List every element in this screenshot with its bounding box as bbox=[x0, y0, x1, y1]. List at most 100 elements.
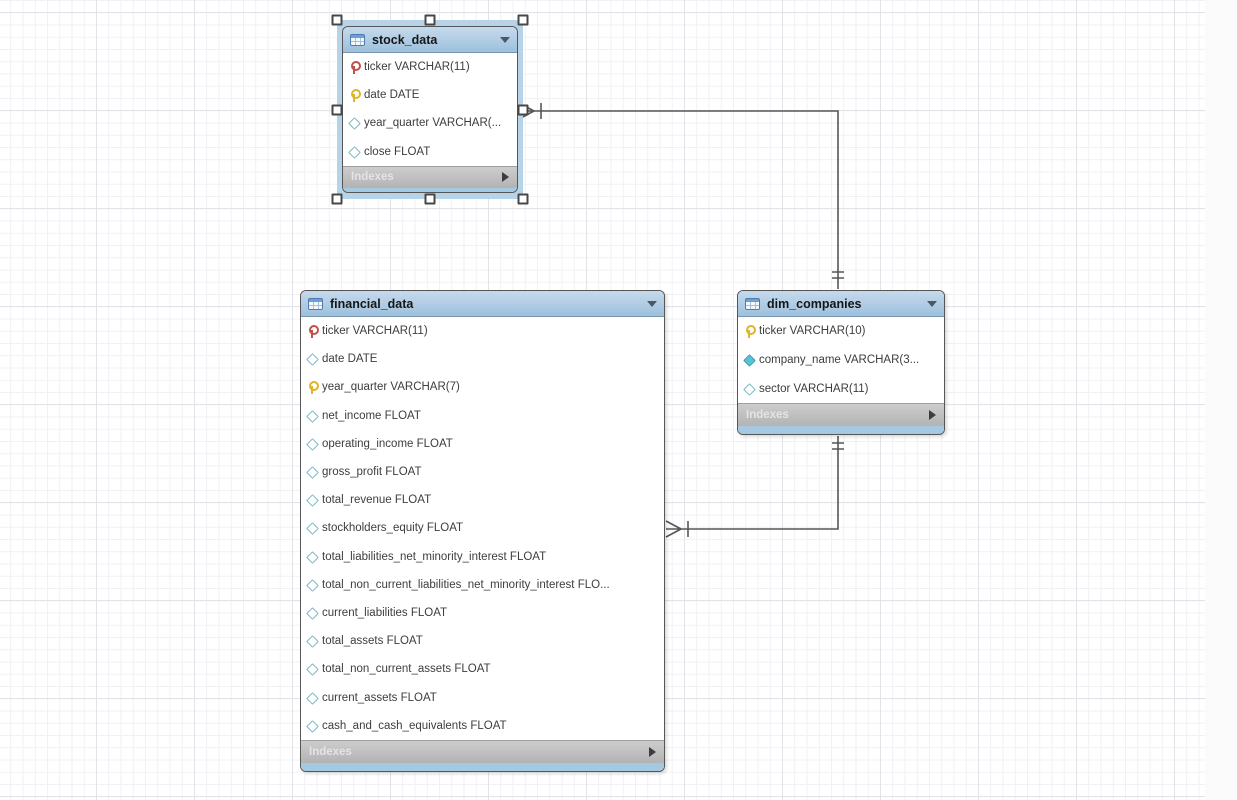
column-label: current_assets FLOAT bbox=[322, 691, 437, 704]
table-title: financial_data bbox=[330, 296, 414, 311]
diamond-outline-icon bbox=[306, 634, 318, 649]
column-row[interactable]: total_revenue FLOAT bbox=[301, 486, 664, 514]
column-label: sector VARCHAR(11) bbox=[759, 382, 869, 395]
column-row[interactable]: sector VARCHAR(11) bbox=[738, 374, 944, 403]
crows-foot-many-marker bbox=[665, 520, 682, 538]
table-header[interactable]: financial_data bbox=[301, 291, 664, 317]
column-row[interactable]: ticker VARCHAR(10) bbox=[738, 317, 944, 346]
relationship-stock_data-dim_companies[interactable] bbox=[518, 102, 844, 289]
table-icon bbox=[745, 297, 760, 310]
diamond-outline-icon bbox=[743, 381, 755, 396]
column-label: company_name VARCHAR(3... bbox=[759, 354, 920, 367]
table-dim-companies[interactable]: dim_companies ticker VARCHAR(10) company_… bbox=[737, 290, 945, 435]
table-footer-strip bbox=[738, 426, 944, 434]
column-row[interactable]: year_quarter VARCHAR(... bbox=[343, 109, 517, 137]
collapse-chevron-down-icon[interactable] bbox=[927, 300, 937, 307]
column-row[interactable]: current_assets FLOAT bbox=[301, 683, 664, 711]
column-row[interactable]: year_quarter VARCHAR(7) bbox=[301, 373, 664, 401]
diamond-filled-icon bbox=[743, 353, 755, 368]
key-yellow-icon bbox=[743, 324, 756, 339]
expand-chevron-right-icon[interactable] bbox=[649, 746, 656, 757]
diamond-outline-icon bbox=[306, 436, 318, 451]
column-label: gross_profit FLOAT bbox=[322, 466, 422, 479]
column-row[interactable]: date DATE bbox=[343, 81, 517, 109]
column-row[interactable]: gross_profit FLOAT bbox=[301, 458, 664, 486]
key-yellow-icon bbox=[348, 88, 361, 103]
column-row[interactable]: ticker VARCHAR(11) bbox=[343, 53, 517, 81]
selection-handle-top-center[interactable] bbox=[424, 14, 436, 26]
table-header[interactable]: stock_data bbox=[343, 27, 517, 53]
selection-handle-bottom-right[interactable] bbox=[517, 193, 529, 205]
table-icon bbox=[308, 297, 323, 310]
column-label: current_liabilities FLOAT bbox=[322, 606, 448, 619]
indexes-section[interactable]: Indexes bbox=[301, 739, 664, 763]
table-footer-strip bbox=[343, 187, 517, 192]
diamond-outline-icon bbox=[306, 352, 318, 367]
table-stock-data[interactable]: stock_data ticker VARCHAR(11) date DATE ye… bbox=[342, 26, 518, 193]
indexes-label: Indexes bbox=[309, 745, 352, 758]
expand-chevron-right-icon[interactable] bbox=[929, 410, 936, 421]
column-list: ticker VARCHAR(10) company_name VARCHAR(3… bbox=[738, 317, 944, 404]
collapse-chevron-down-icon[interactable] bbox=[647, 300, 657, 307]
selection-handle-middle-right[interactable] bbox=[517, 104, 529, 115]
collapse-chevron-down-icon[interactable] bbox=[500, 36, 510, 43]
diamond-outline-icon bbox=[348, 116, 360, 131]
column-row[interactable]: date DATE bbox=[301, 345, 664, 373]
table-icon bbox=[350, 33, 365, 46]
selection-handle-middle-left[interactable] bbox=[331, 104, 343, 115]
column-label: ticker VARCHAR(10) bbox=[759, 325, 866, 338]
selection-frame-stock-data[interactable]: stock_data ticker VARCHAR(11) date DATE ye… bbox=[331, 14, 529, 205]
column-label: operating_income FLOAT bbox=[322, 437, 453, 450]
column-row[interactable]: total_non_current_assets FLOAT bbox=[301, 655, 664, 683]
indexes-section[interactable]: Indexes bbox=[738, 403, 944, 427]
diamond-outline-icon bbox=[306, 549, 318, 564]
column-list: ticker VARCHAR(11) date DATE year_quarter … bbox=[343, 53, 517, 166]
column-label: stockholders_equity FLOAT bbox=[322, 522, 464, 535]
column-row[interactable]: stockholders_equity FLOAT bbox=[301, 514, 664, 542]
diamond-outline-icon bbox=[306, 577, 318, 592]
column-label: total_non_current_assets FLOAT bbox=[322, 663, 491, 676]
eer-diagram-canvas[interactable]: stock_data ticker VARCHAR(11) date DATE ye… bbox=[0, 0, 1205, 800]
one-mandatory-double-bar-marker bbox=[832, 271, 844, 279]
diamond-outline-icon bbox=[306, 718, 318, 733]
column-row[interactable]: total_non_current_liabilities_net_minori… bbox=[301, 571, 664, 599]
column-row[interactable]: ticker VARCHAR(11) bbox=[301, 317, 664, 345]
diamond-outline-icon bbox=[306, 690, 318, 705]
column-label: total_liabilities_net_minority_interest … bbox=[322, 550, 547, 563]
column-row[interactable]: close FLOAT bbox=[343, 138, 517, 166]
diamond-outline-icon bbox=[306, 605, 318, 620]
column-label: total_non_current_liabilities_net_minori… bbox=[322, 578, 610, 591]
column-row[interactable]: cash_and_cash_equivalents FLOAT bbox=[301, 712, 664, 740]
selection-handle-bottom-left[interactable] bbox=[331, 193, 343, 205]
column-label: total_revenue FLOAT bbox=[322, 494, 432, 507]
column-label: date DATE bbox=[322, 353, 378, 366]
table-title: dim_companies bbox=[767, 296, 862, 311]
column-row[interactable]: current_liabilities FLOAT bbox=[301, 599, 664, 627]
indexes-section[interactable]: Indexes bbox=[343, 165, 517, 188]
table-header[interactable]: dim_companies bbox=[738, 291, 944, 317]
column-row[interactable]: total_liabilities_net_minority_interest … bbox=[301, 543, 664, 571]
expand-chevron-right-icon[interactable] bbox=[502, 172, 509, 183]
column-label: date DATE bbox=[364, 89, 420, 102]
column-row[interactable]: total_assets FLOAT bbox=[301, 627, 664, 655]
selection-handle-top-right[interactable] bbox=[517, 14, 529, 26]
table-title: stock_data bbox=[372, 32, 438, 47]
relationship-financial_data-dim_companies[interactable] bbox=[665, 436, 844, 538]
table-financial-data[interactable]: financial_data ticker VARCHAR(11) date DA… bbox=[300, 290, 665, 772]
column-row[interactable]: operating_income FLOAT bbox=[301, 430, 664, 458]
selection-handle-bottom-center[interactable] bbox=[424, 193, 436, 205]
relationship-line[interactable] bbox=[534, 110, 839, 289]
relationship-line[interactable] bbox=[681, 436, 839, 530]
indexes-label: Indexes bbox=[746, 409, 789, 422]
column-label: close FLOAT bbox=[364, 145, 431, 158]
column-row[interactable]: net_income FLOAT bbox=[301, 402, 664, 430]
column-row[interactable]: company_name VARCHAR(3... bbox=[738, 346, 944, 375]
diamond-outline-icon bbox=[306, 493, 318, 508]
diamond-outline-icon bbox=[306, 521, 318, 536]
selection-handle-top-left[interactable] bbox=[331, 14, 343, 26]
diamond-outline-icon bbox=[306, 662, 318, 677]
column-label: ticker VARCHAR(11) bbox=[322, 325, 428, 338]
key-red-icon bbox=[306, 324, 319, 339]
column-list: ticker VARCHAR(11) date DATE year_quarter … bbox=[301, 317, 664, 740]
